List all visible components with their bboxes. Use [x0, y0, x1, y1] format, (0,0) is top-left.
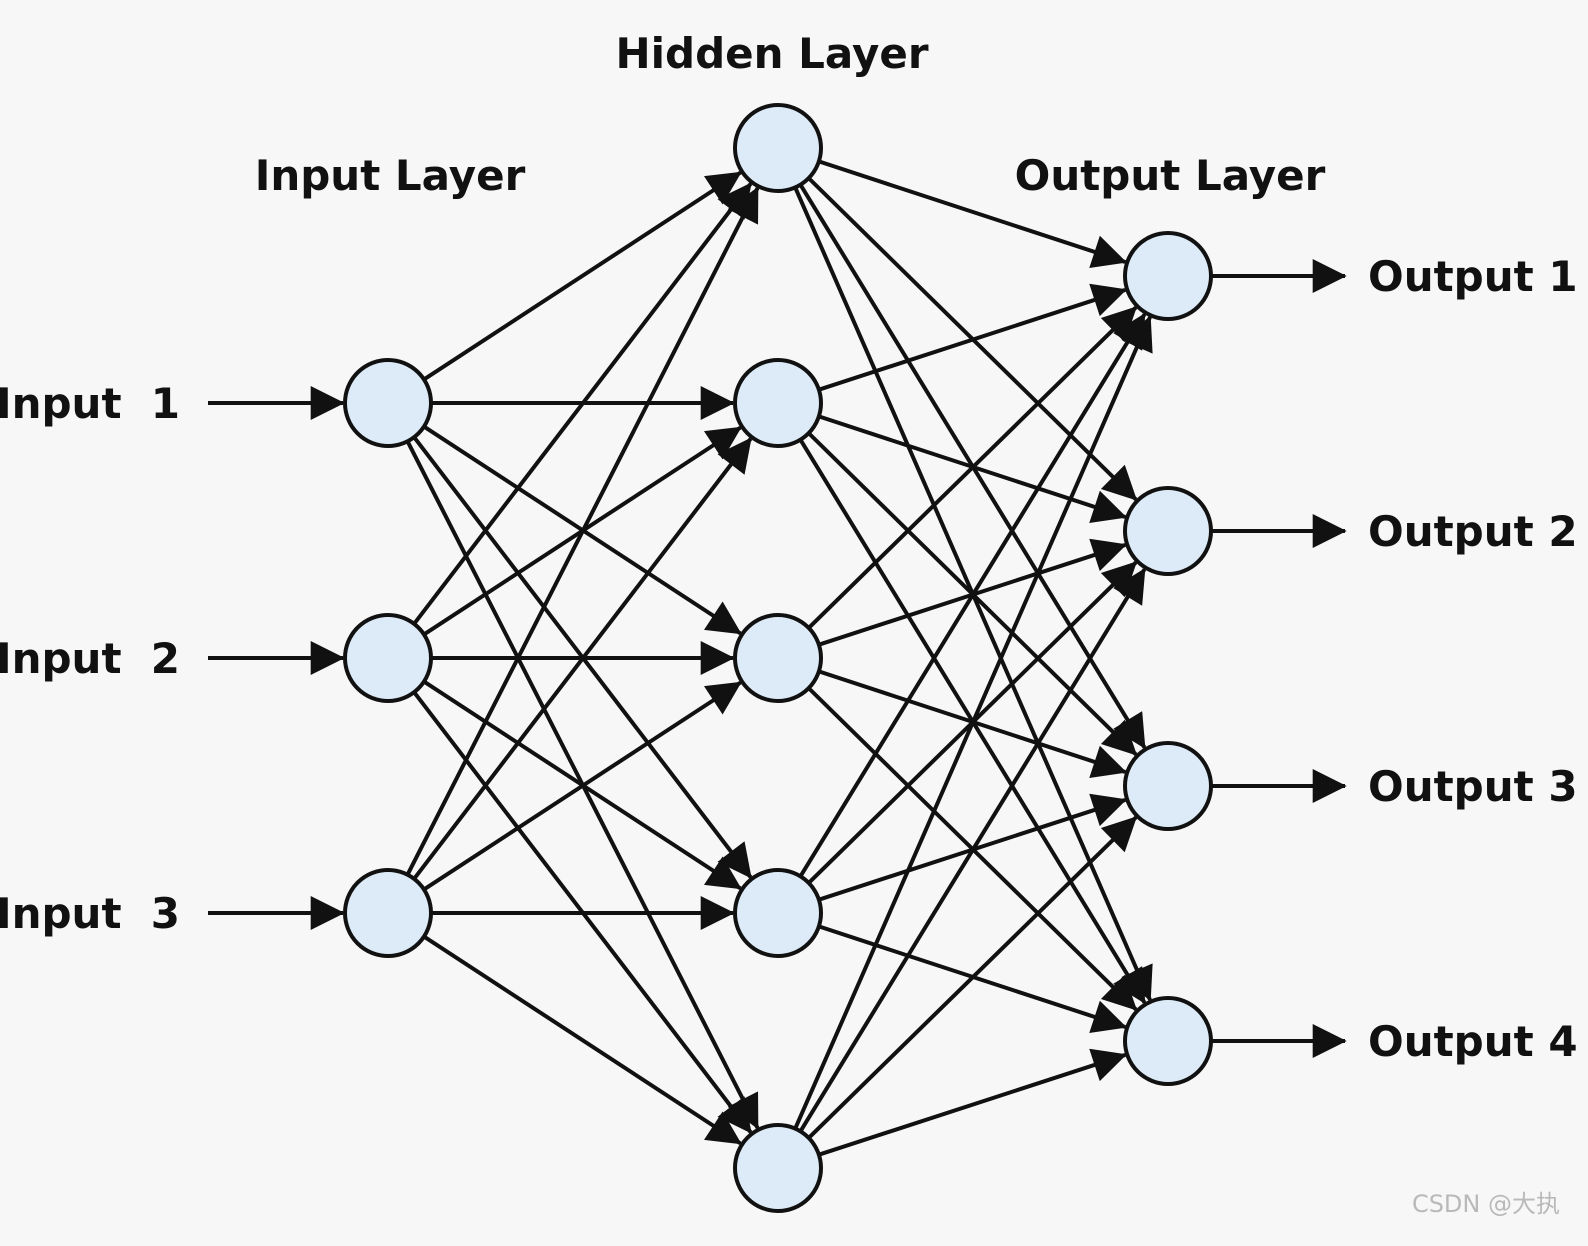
input-label-3: Input 3	[0, 889, 180, 938]
connection-edges	[208, 159, 1347, 1157]
edge-hidden5-output1	[793, 315, 1153, 1130]
edge-hidden4-output1	[798, 312, 1147, 878]
hidden-node-2	[733, 358, 823, 448]
edge-hidden5-output3	[807, 816, 1138, 1140]
input-label-1: Input 1	[0, 379, 180, 428]
edge-input3-hidden5	[422, 934, 742, 1146]
input-layer-title: Input Layer	[255, 151, 526, 200]
edge-hidden5-output4	[818, 1048, 1127, 1157]
edge-hidden2-output1	[818, 283, 1127, 392]
hidden-node-3	[733, 613, 823, 703]
edge-input1-hidden1	[422, 170, 742, 382]
input-node-1	[343, 358, 433, 448]
input-node-3	[343, 868, 433, 958]
output-node-3	[1123, 741, 1213, 831]
hidden-layer-title: Hidden Layer	[615, 29, 928, 78]
watermark: CSDN @大执	[1412, 1190, 1560, 1218]
input-label-2: Input 2	[0, 634, 180, 683]
hidden-node-5	[733, 1123, 823, 1213]
edge-input2-hidden1	[412, 182, 753, 626]
edge-input3-hidden3	[422, 680, 742, 892]
output-node-4	[1123, 996, 1213, 1086]
network-nodes	[343, 103, 1213, 1213]
output-label-2: Output 2	[1368, 507, 1578, 556]
output-label-4: Output 4	[1368, 1017, 1578, 1066]
edge-hidden3-output1	[807, 306, 1138, 630]
output-label-1: Output 1	[1368, 252, 1578, 301]
hidden-node-1	[733, 103, 823, 193]
output-node-2	[1123, 486, 1213, 576]
output-node-1	[1123, 231, 1213, 321]
output-label-3: Output 3	[1368, 762, 1578, 811]
hidden-node-4	[733, 868, 823, 958]
edge-input3-hidden2	[412, 437, 753, 881]
edge-hidden5-output2	[798, 567, 1147, 1133]
edge-hidden1-output1	[818, 159, 1127, 269]
output-layer-title: Output Layer	[1015, 151, 1326, 200]
edge-input3-hidden1	[405, 186, 760, 876]
input-node-2	[343, 613, 433, 703]
